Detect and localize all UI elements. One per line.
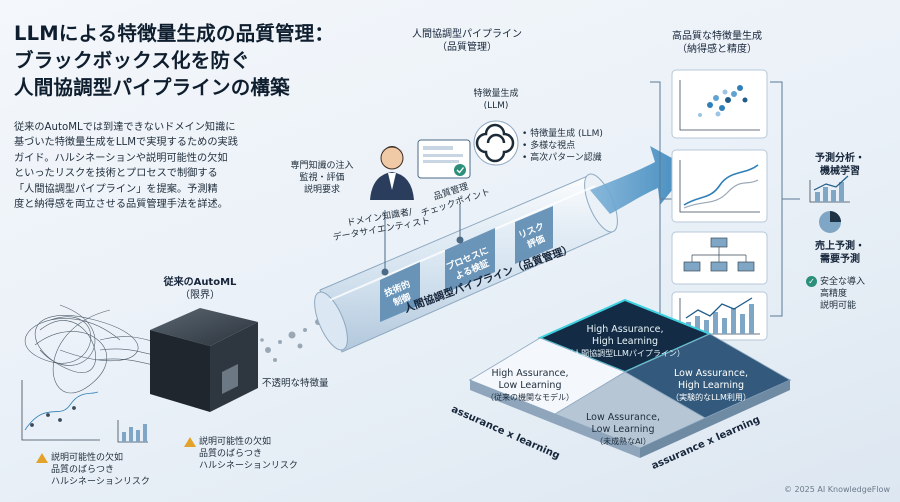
benefit-item: 高精度	[820, 289, 848, 299]
tube-step-boxes	[380, 206, 553, 322]
opaque-features-label: 不透明な特徴量	[262, 378, 329, 389]
matrix-low-high: Low Assurance, High Learning （実験的なLLM利用）	[671, 368, 751, 402]
analysis-bar-icon	[809, 175, 850, 203]
llm-bullet: • 高次パターン認識	[522, 153, 602, 163]
desc-line: 度と納得感を両立させる品質管理手法を詳述。	[14, 199, 228, 211]
analysis-label: 予測分析・ 機械学習	[800, 152, 880, 178]
output-header-line-2: （納得感と精度）	[677, 44, 757, 55]
hierarchy-icon	[683, 237, 755, 272]
title-line-2: ブラックボックス化を防ぐ	[14, 49, 250, 72]
output-header-line-1: 高品質な特徴量生成	[672, 31, 762, 42]
warning-icon	[184, 436, 196, 447]
output-arrow	[590, 146, 690, 214]
connector-lines	[381, 205, 464, 276]
mini-scatter-chart	[21, 380, 100, 441]
mini-bar-chart	[117, 420, 148, 443]
pipeline-header-line-2: （品質管理）	[437, 42, 497, 53]
expert-input-labels: 専門知識の注入 監視・評価 説明要求	[282, 160, 362, 196]
expert-input-line: 専門知識の注入	[290, 161, 354, 171]
assurance-learning-matrix	[468, 298, 792, 458]
forecast-label: 売上予測・ 需要予測	[800, 240, 880, 266]
benefit-item: ✓安全な導入	[806, 276, 865, 288]
monitor-graphic	[417, 139, 471, 179]
forecast-line-2: 需要予測	[820, 254, 860, 265]
matrix-low-low: Low Assurance, Low Learning （未成熟なAI）	[586, 412, 660, 446]
trend-line-icon	[679, 160, 760, 213]
desc-line: 「人間協調型パイプライン」を提案。予測精	[14, 183, 218, 195]
llm-bullet: • 多様な視点	[522, 141, 576, 151]
expert-person-graphic	[370, 146, 414, 200]
automl-title-line-2: （限界）	[180, 290, 220, 301]
page-title: LLMによる特徴量生成の品質管理： ブラックボックス化を防ぐ 人間協調型パイプラ…	[14, 20, 334, 101]
desc-line: 基づいた特徴量生成をLLMで実現するための実践	[14, 137, 238, 149]
expert-input-line: 監視・評価	[299, 173, 345, 183]
risk-list-mid: 説明可能性の欠如 品質のばらつき ハルシネーションリスク	[184, 436, 298, 472]
expert-input-line: 説明要求	[303, 185, 340, 195]
check-icon: ✓	[806, 276, 817, 287]
desc-line: といったリスクを技術とプロセスで制御する	[14, 168, 218, 180]
benefits-list: ✓安全な導入 高精度 説明可能	[806, 276, 865, 312]
warning-icon	[36, 452, 48, 463]
automl-title: 従来のAutoML （限界）	[150, 276, 250, 302]
black-box-cube	[150, 308, 258, 412]
llm-bullet: • 特徴量生成 (LLM)	[522, 129, 603, 139]
output-chart-cards	[671, 69, 768, 341]
matrix-high-high: High Assurance, High Learning （人間協調型LLMパ…	[565, 324, 685, 358]
title-line-1: LLMによる特徴量生成の品質管理：	[14, 22, 335, 45]
pipeline-header-line-1: 人間協調型パイプライン	[412, 29, 522, 40]
copyright-text: © 2025 AI KnowledgeFlow	[783, 485, 890, 494]
risk-list-left: 説明可能性の欠如 品質のばらつき ハルシネーションリスク	[36, 452, 150, 488]
cluster-scatter-icon	[679, 80, 760, 131]
analysis-line-1: 予測分析・	[815, 153, 865, 164]
output-header: 高品質な特徴量生成 （納得感と精度）	[652, 30, 782, 56]
title-line-3: 人間協調型パイプラインの構築	[14, 76, 290, 99]
analysis-line-2: 機械学習	[820, 166, 860, 177]
pipeline-header: 人間協調型パイプライン （品質管理）	[392, 28, 542, 54]
description-text: 従来のAutoMLでは到達できないドメイン知識に 基づいた特徴量生成をLLMで実…	[14, 120, 284, 212]
llm-feature-label: 特徴量生成 (LLM)	[466, 88, 526, 112]
forecast-line-1: 売上予測・	[815, 241, 865, 252]
matrix-high-low: High Assurance, Low Learning （従来の機関なモデル）	[486, 368, 574, 402]
pie-chart-icon	[819, 211, 841, 233]
llm-label-line-2: (LLM)	[483, 101, 509, 111]
desc-line: 従来のAutoMLでは到達できないドメイン知識に	[14, 122, 236, 133]
benefit-item: 説明可能	[820, 301, 857, 311]
desc-line: ガイド。ハルシネーションや説明可能性の欠如	[14, 152, 228, 164]
llm-bullets: • 特徴量生成 (LLM) • 多様な視点 • 高次パターン認識	[522, 128, 603, 164]
llm-label-line-1: 特徴量生成	[473, 89, 519, 99]
automl-title-line-1: 従来のAutoML	[163, 277, 237, 288]
llm-knot-icon	[473, 120, 519, 166]
